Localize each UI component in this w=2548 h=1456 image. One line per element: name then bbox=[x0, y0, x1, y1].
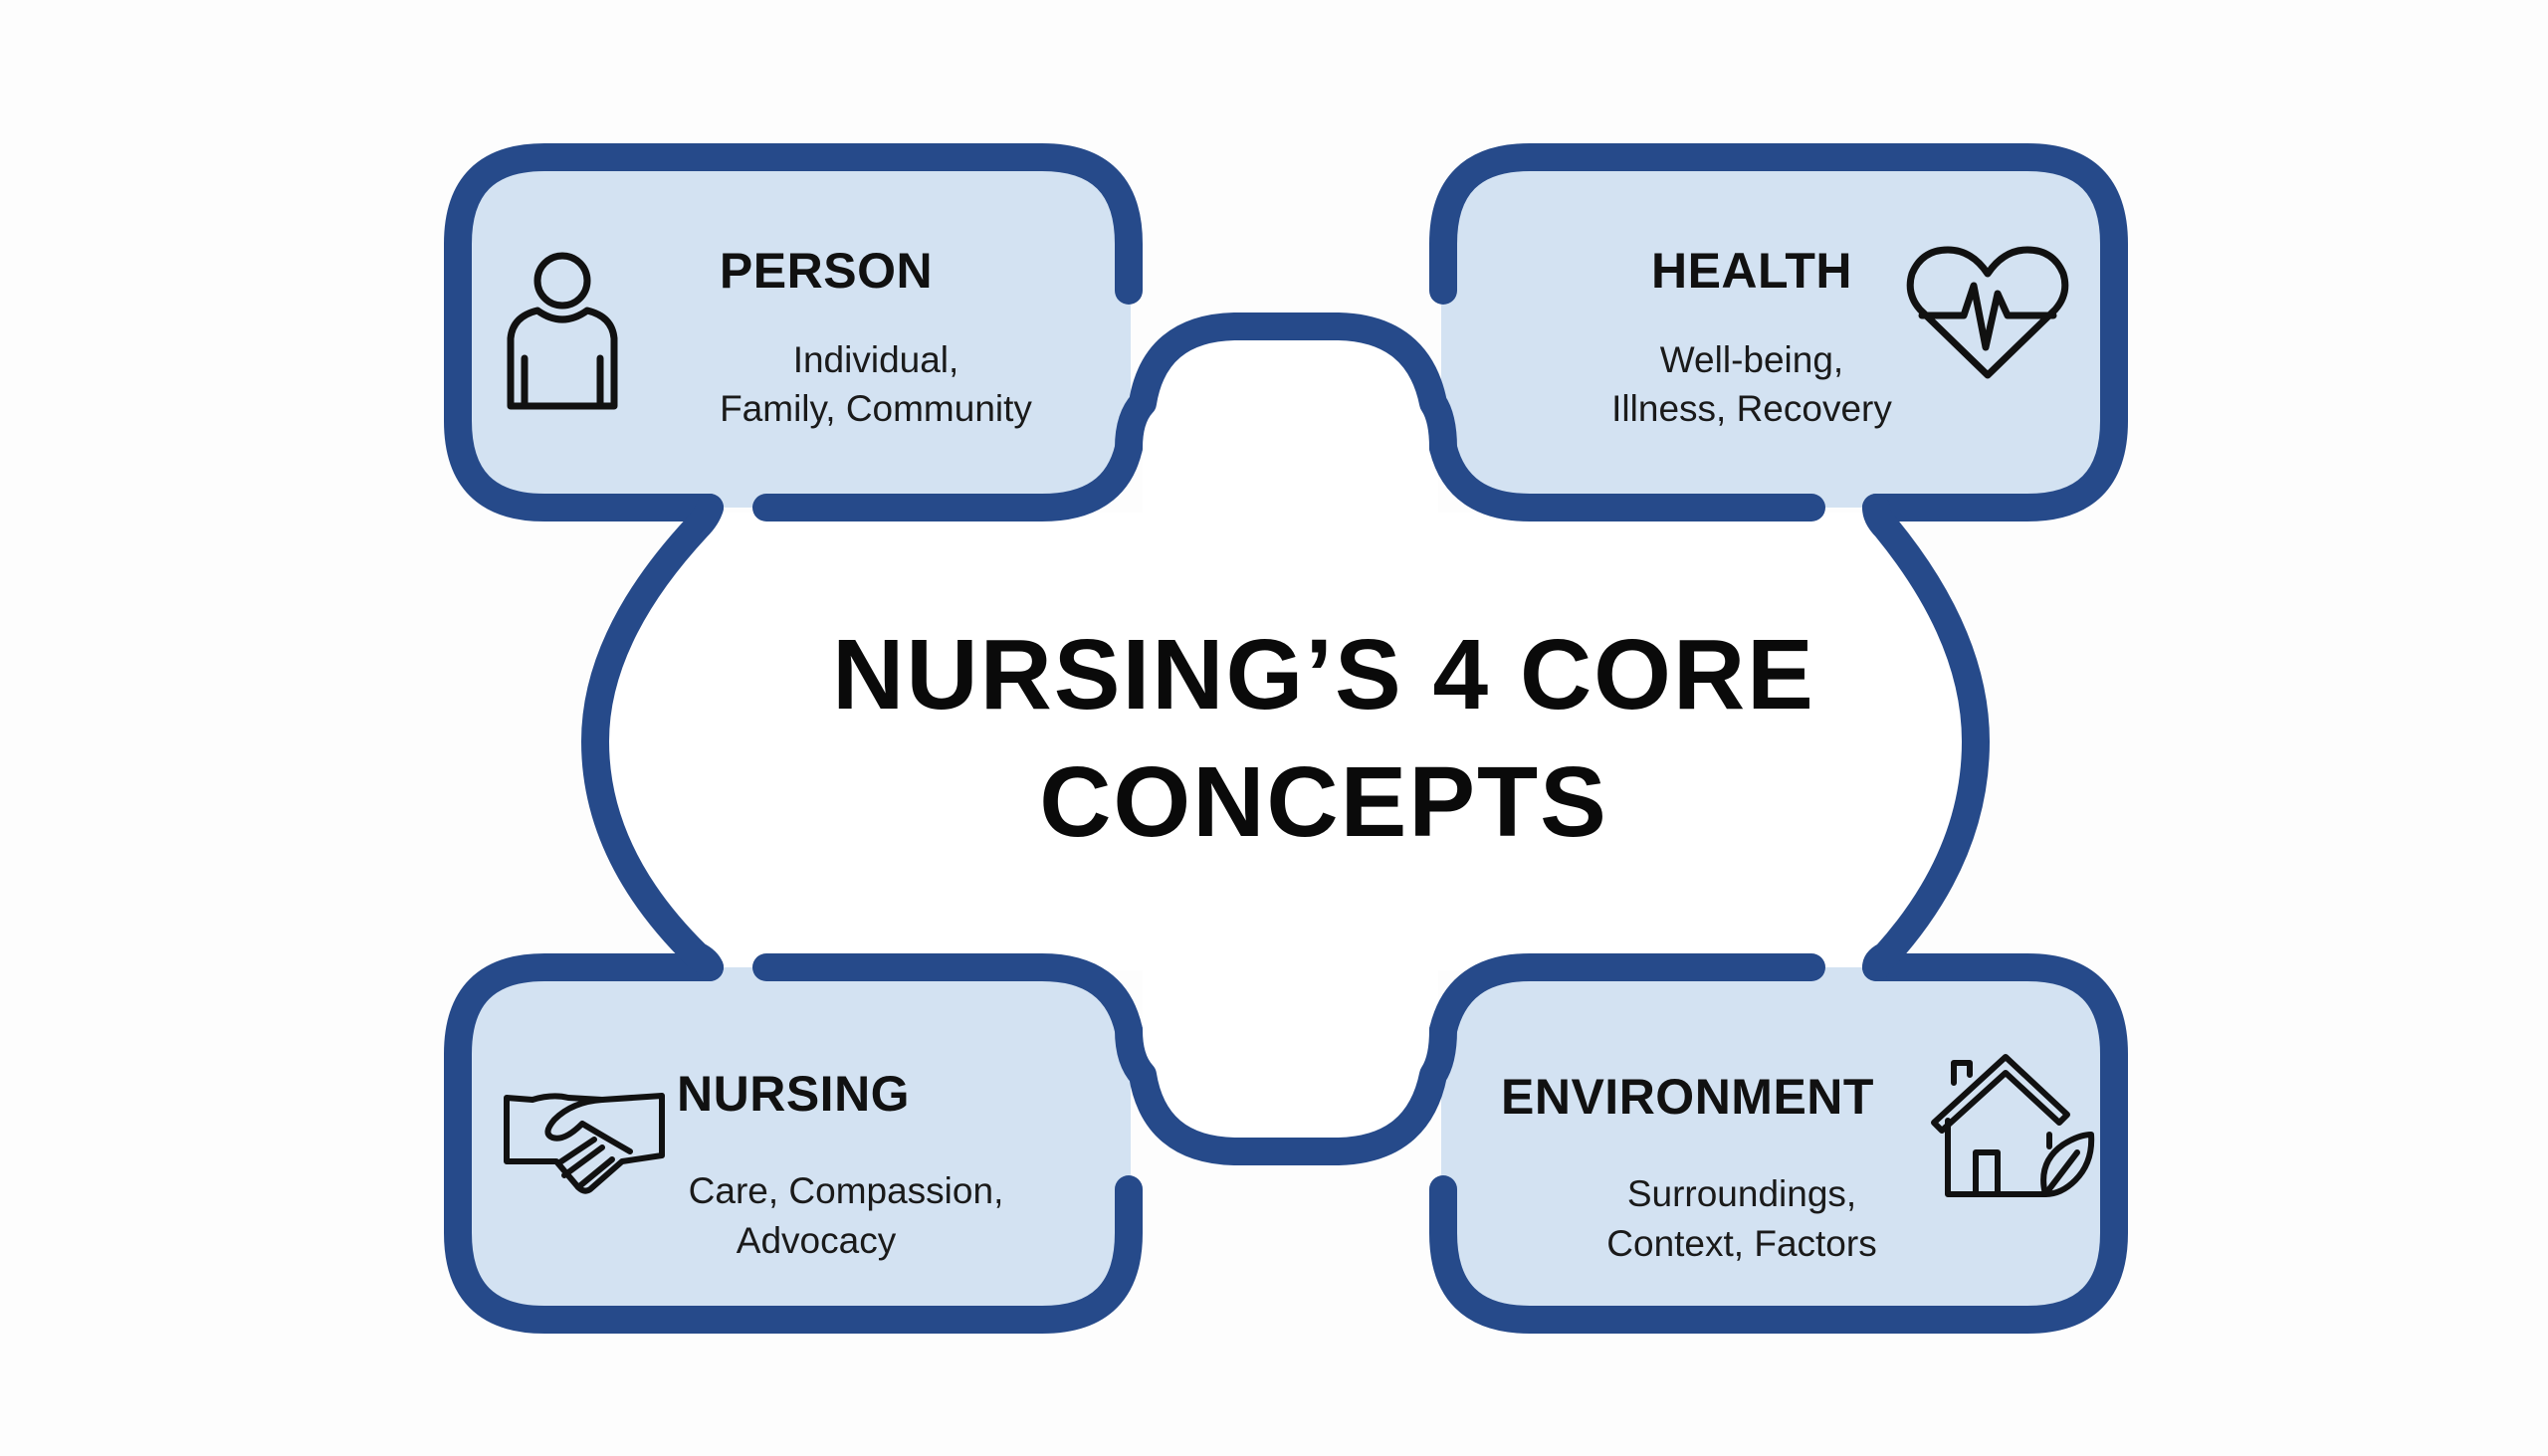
concept-subtitle-nursing-line2: Advocacy bbox=[736, 1220, 897, 1261]
box-health-fill bbox=[1441, 157, 2114, 508]
concept-title-person: PERSON bbox=[719, 243, 934, 299]
left-arc bbox=[581, 494, 724, 981]
concept-subtitle-person-line2: Family, Community bbox=[720, 388, 1032, 429]
center-title-line2: CONCEPTS bbox=[1039, 746, 1608, 858]
box-environment-top-left bbox=[1429, 953, 1825, 1044]
house-leaf-icon bbox=[1931, 1054, 2095, 1197]
center-title-line1: NURSING’S 4 CORE bbox=[832, 619, 1815, 730]
concept-subtitle-person-line1: Individual, bbox=[792, 339, 959, 380]
box-health-bottom-left bbox=[1429, 434, 1825, 521]
concept-title-nursing: NURSING bbox=[677, 1066, 911, 1122]
concept-subtitle-environment-line2: Context, Factors bbox=[1606, 1223, 1877, 1264]
concept-subtitle-nursing-line1: Care, Compassion, bbox=[688, 1170, 1004, 1211]
box-nursing-top-right bbox=[752, 953, 1143, 1044]
bottom-connector bbox=[1115, 1016, 1457, 1165]
handshake-icon bbox=[504, 1093, 665, 1194]
concept-subtitle-environment-line1: Surroundings, bbox=[1626, 1173, 1857, 1214]
heart-pulse-icon bbox=[1906, 246, 2069, 379]
box-environment-outline bbox=[1429, 953, 2128, 1334]
box-nursing-fill bbox=[458, 967, 1131, 1320]
box-person-outline bbox=[444, 143, 1143, 521]
center-area bbox=[595, 328, 1976, 1149]
person-icon bbox=[507, 252, 618, 410]
concept-title-environment: ENVIRONMENT bbox=[1501, 1069, 1874, 1125]
box-person-fill bbox=[458, 157, 1131, 508]
concept-subtitle-health-line1: Well-being, bbox=[1659, 339, 1844, 380]
box-health-outline bbox=[1429, 143, 2128, 521]
box-nursing-outline bbox=[444, 953, 1143, 1334]
box-person-bottom-right bbox=[752, 434, 1143, 521]
concept-title-health: HEALTH bbox=[1650, 243, 1853, 299]
box-environment-fill bbox=[1441, 967, 2114, 1320]
concept-subtitle-health-line2: Illness, Recovery bbox=[1611, 388, 1892, 429]
top-connector bbox=[1115, 312, 1457, 462]
right-arc bbox=[1862, 494, 1990, 981]
